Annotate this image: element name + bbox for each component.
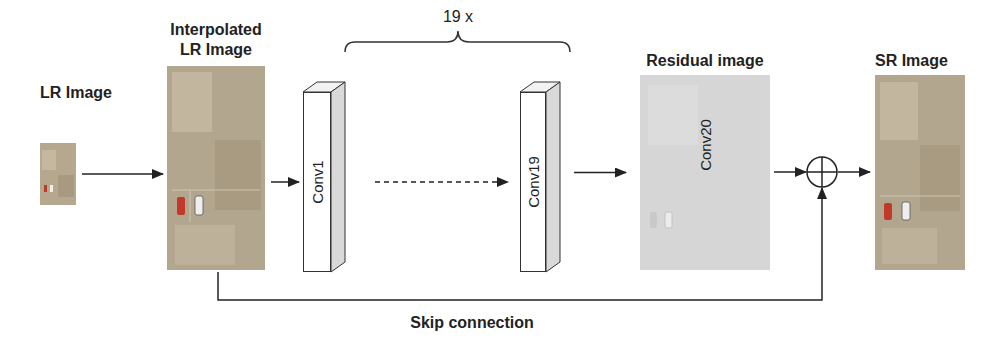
block-side bbox=[546, 82, 560, 272]
image-title: SR Image bbox=[875, 51, 948, 71]
connector-line bbox=[271, 181, 299, 183]
sr-picture bbox=[875, 75, 965, 270]
aerial-ground bbox=[40, 143, 76, 205]
layer-name: Conv20 bbox=[697, 119, 714, 171]
edge-label: Skip connection bbox=[408, 314, 536, 332]
conv-layer: Conv19 bbox=[520, 92, 546, 272]
connector-line bbox=[82, 173, 163, 175]
connector-line bbox=[375, 181, 508, 183]
image-title: Interpolated LR Image bbox=[163, 20, 269, 60]
sum-circle bbox=[807, 157, 837, 187]
layer-name: Conv1 bbox=[309, 160, 326, 203]
parking-line bbox=[172, 190, 260, 191]
flow-arrow bbox=[82, 174, 163, 175]
block-side bbox=[331, 82, 345, 272]
residual-image: Residual imageConv20 bbox=[640, 75, 770, 270]
flow-arrow bbox=[574, 172, 626, 173]
image-title: Residual image bbox=[640, 51, 770, 71]
flow-arrow bbox=[271, 182, 299, 183]
aerial-patch bbox=[172, 72, 212, 132]
brace bbox=[345, 31, 570, 52]
flow-arrow bbox=[774, 172, 870, 173]
connector-line bbox=[838, 171, 870, 173]
aerial-patch bbox=[880, 82, 918, 140]
aerial-ground bbox=[875, 75, 965, 270]
conv19-block bbox=[520, 82, 560, 272]
parking-line bbox=[880, 196, 960, 197]
car bbox=[884, 203, 892, 220]
residual-picture bbox=[640, 75, 770, 270]
car bbox=[44, 185, 47, 192]
aerial-patch bbox=[215, 140, 261, 210]
aerial-ground bbox=[167, 66, 265, 270]
connector-line bbox=[574, 172, 626, 174]
interpolated-image: Interpolated LR Image bbox=[167, 66, 265, 270]
aerial-patch bbox=[175, 225, 235, 265]
aerial-patch bbox=[42, 150, 56, 170]
residual-patch bbox=[648, 85, 698, 145]
residual-ground bbox=[640, 75, 770, 270]
car bbox=[50, 185, 53, 192]
conv-layer: Conv1 bbox=[303, 92, 331, 272]
sum-cross bbox=[821, 157, 823, 187]
interpolated-picture bbox=[167, 66, 265, 270]
conv1-block bbox=[303, 82, 345, 272]
parking-line bbox=[190, 190, 191, 222]
sum-symbol bbox=[807, 157, 837, 187]
car bbox=[902, 202, 910, 220]
car bbox=[665, 212, 672, 228]
flow-arrow bbox=[375, 182, 508, 183]
connector-line bbox=[774, 171, 806, 173]
car bbox=[195, 196, 203, 215]
layer-name: Conv19 bbox=[525, 156, 542, 208]
aerial-patch bbox=[920, 145, 960, 211]
aerial-patch bbox=[58, 175, 74, 197]
lr-picture bbox=[40, 143, 76, 205]
sr-image: SR Image bbox=[875, 75, 965, 270]
repeat-count: 19 x bbox=[443, 8, 473, 26]
car bbox=[650, 212, 657, 228]
car bbox=[177, 197, 185, 215]
aerial-patch bbox=[882, 228, 937, 264]
lr-image: LR Image bbox=[40, 143, 76, 205]
image-title: LR Image bbox=[40, 83, 112, 103]
